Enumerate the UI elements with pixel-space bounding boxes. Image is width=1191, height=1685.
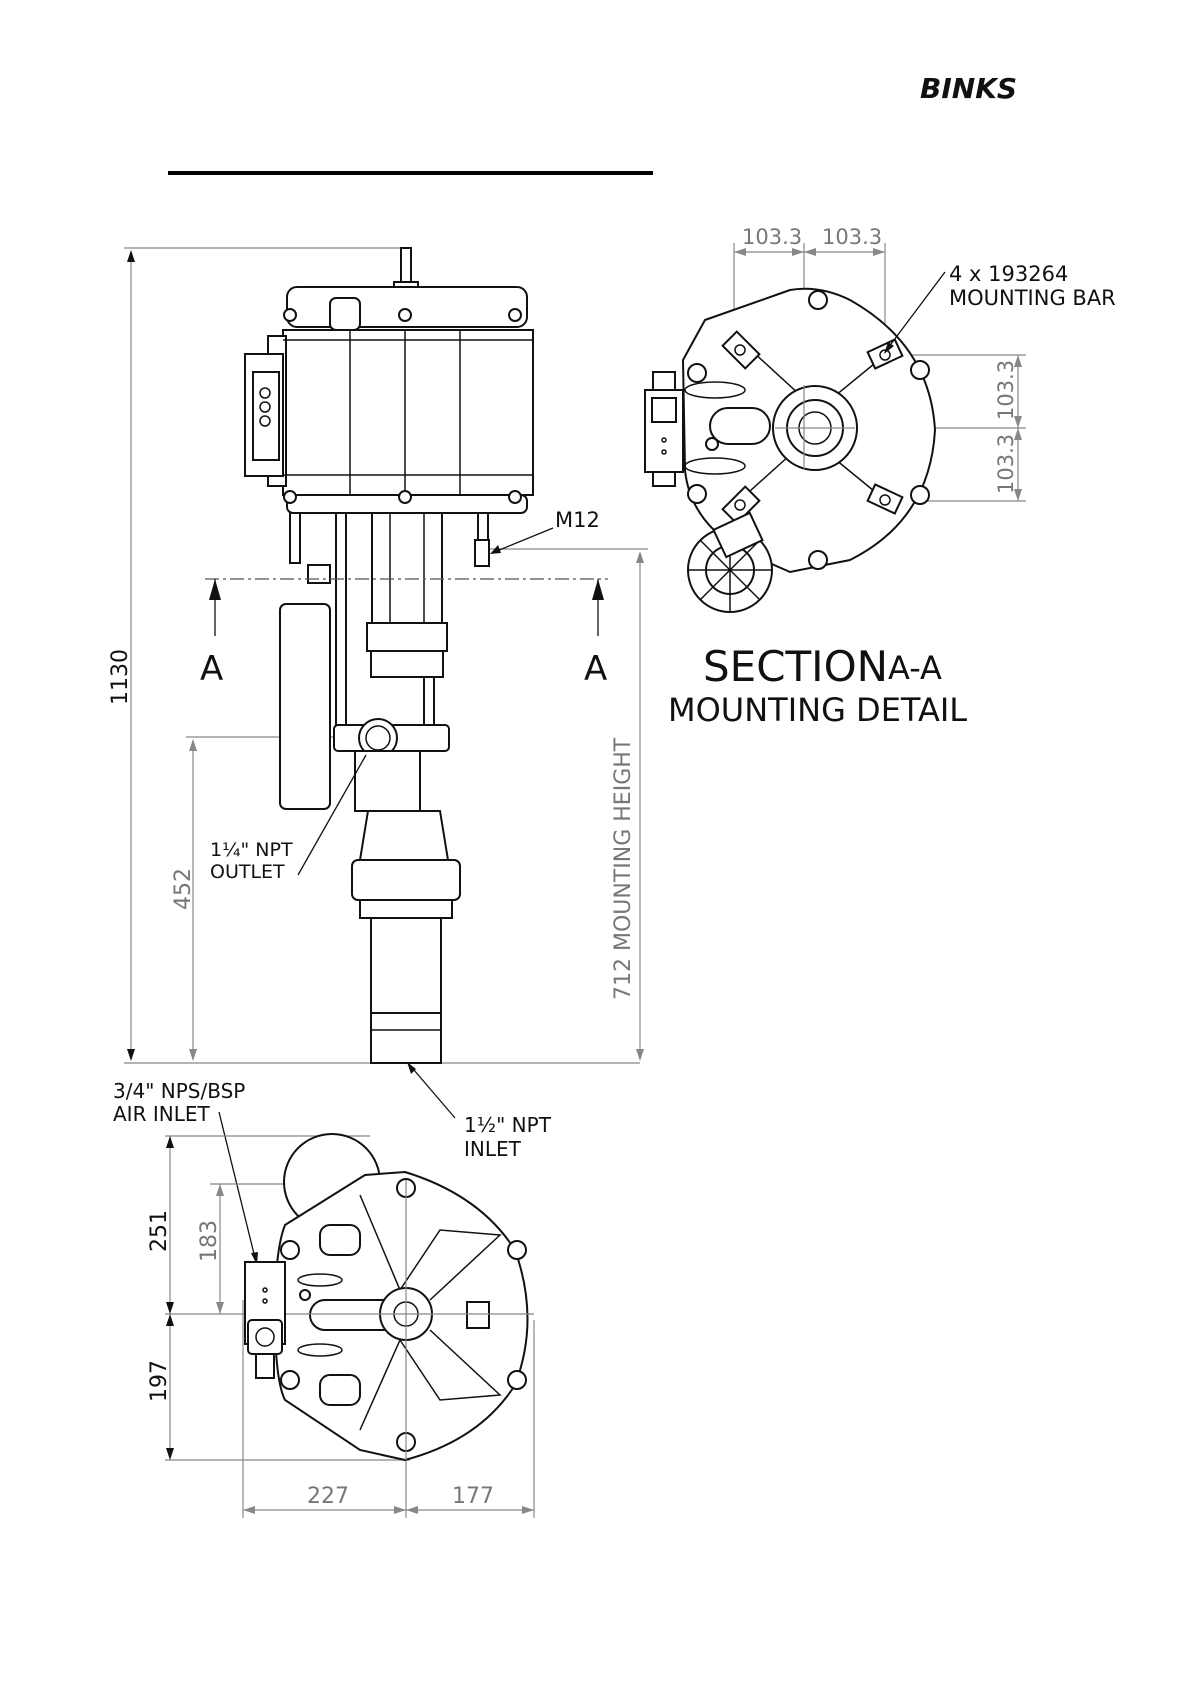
dim-183: 183 (197, 1220, 222, 1262)
dim-outlet-height: 452 (171, 868, 196, 910)
bottom-view: 1½" NPT INLET 3/4" NPS/BSP AIR INLET 251… (113, 1062, 552, 1518)
dim-top-right: 103.3 (822, 225, 882, 249)
side-view: 1130 452 712 MOUNTING HEIGHT (108, 248, 648, 1063)
callout-inlet-line1: 1½" NPT (464, 1113, 552, 1137)
section-title-main: SECTION (703, 642, 888, 691)
section-title-suffix: A-A (888, 649, 942, 687)
callout-air-inlet-line2: AIR INLET (113, 1102, 210, 1126)
dim-227: 227 (307, 1484, 349, 1509)
section-marker-left: A (200, 649, 223, 689)
callout-m12: M12 (555, 508, 600, 532)
callout-mounting-bar-line1: 4 x 193264 (949, 262, 1068, 286)
callout-inlet-line2: INLET (464, 1137, 522, 1161)
dim-overall-height: 1130 (108, 649, 133, 705)
dim-197: 197 (147, 1360, 172, 1402)
callout-outlet-line1: 1¼" NPT (210, 839, 293, 861)
dim-mounting-height: 712 MOUNTING HEIGHT (611, 737, 636, 1000)
callout-outlet-line2: OUTLET (210, 861, 285, 883)
section-view: 103.3 103.3 103.3 103.3 (645, 225, 1116, 729)
dim-right-upper: 103.3 (994, 360, 1018, 420)
dim-177: 177 (452, 1484, 494, 1509)
section-marker-right: A (584, 649, 607, 689)
dim-right-lower: 103.3 (994, 434, 1018, 494)
dim-top-left: 103.3 (742, 225, 802, 249)
callout-mounting-bar-line2: MOUNTING BAR (949, 286, 1116, 310)
callout-air-inlet-line1: 3/4" NPS/BSP (113, 1079, 245, 1103)
dim-251: 251 (147, 1210, 172, 1252)
section-subtitle: MOUNTING DETAIL (668, 691, 967, 729)
